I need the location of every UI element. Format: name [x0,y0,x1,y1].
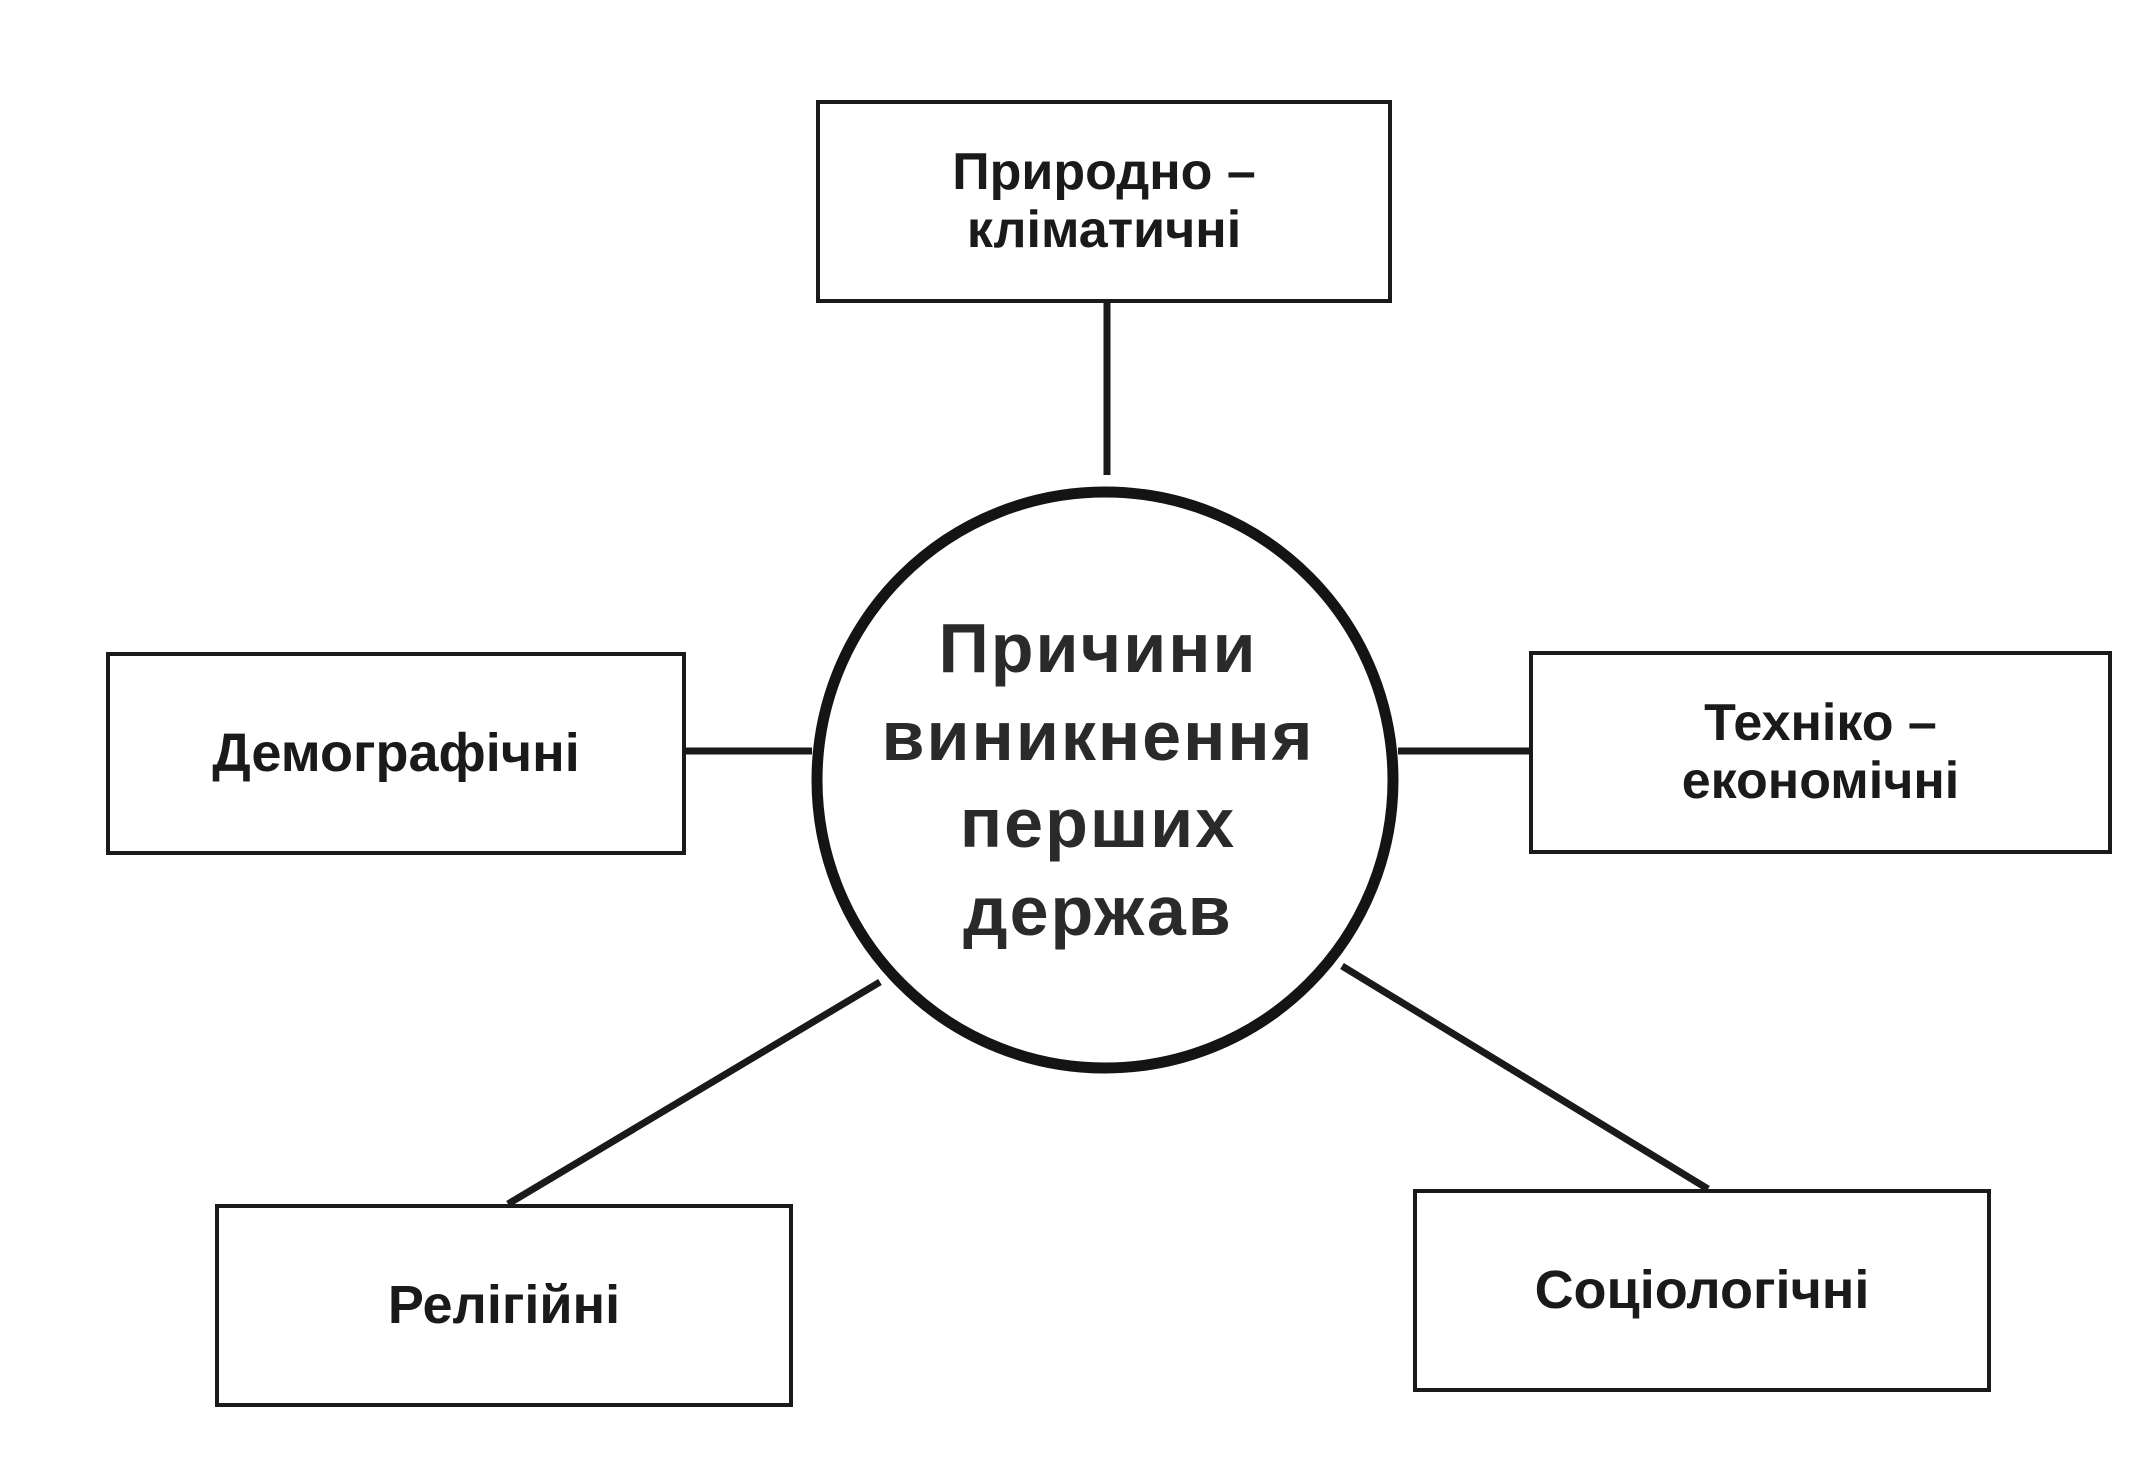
factor-label: Демографічні [212,722,580,783]
factor-box-technical-economic: Техніко – економічні [1529,651,2112,854]
factor-label: Соціологічні [1534,1259,1870,1320]
center-line-1: Причини [938,609,1258,687]
factor-label-line-2: кліматичні [966,200,1242,259]
factor-box-natural-climatic: Природно – кліматичні [816,100,1392,303]
connector-bottom-left [506,978,882,1208]
factor-label: Релігійні [387,1274,621,1335]
center-circle [811,486,1399,1074]
factor-box-demographic: Демографічні [106,652,686,855]
factor-box-sociological: Соціологічні [1413,1189,1991,1392]
center-line-4: держав [963,871,1233,950]
center-line-2: виникнення [881,696,1315,775]
factor-box-religious: Релігійні [215,1204,793,1407]
factor-label-line-2: економічні [1681,751,1960,810]
center-node: Причини виникнення перших держав [818,480,1378,1080]
connector-bottom-right [1340,963,1710,1192]
factor-label-line-1: Природно – [952,143,1256,202]
factor-label-line-1: Техніко – [1704,694,1937,753]
center-line-3: перших [959,784,1237,862]
